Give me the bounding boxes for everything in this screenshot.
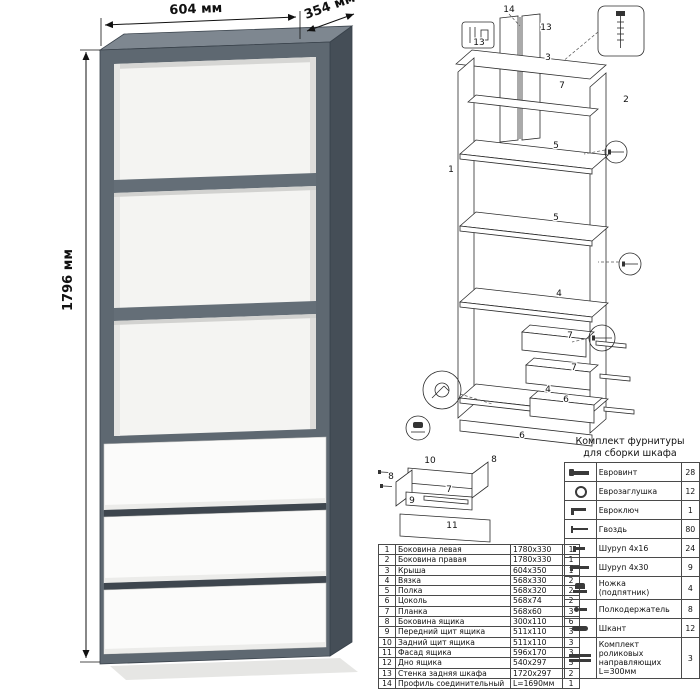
- part-number-label: 11: [446, 521, 457, 531]
- part-number-label: 7: [559, 81, 565, 91]
- depth-dimension-label: 354 мм: [302, 0, 357, 23]
- drawer-2: [103, 509, 327, 584]
- part-number-label: 13: [473, 38, 484, 48]
- leg-icon: [568, 581, 592, 595]
- part-number-label: 8: [388, 472, 394, 482]
- part-number-label: 3: [545, 53, 551, 63]
- part-number-label: 13: [540, 23, 551, 33]
- product-illustration: 604 мм 354 мм 1796 мм: [61, 0, 358, 680]
- part-number-label: 10: [424, 456, 436, 466]
- screw16-icon: [568, 541, 592, 555]
- screw30-icon: [568, 560, 592, 574]
- cabinet-interior: [114, 57, 316, 436]
- part-number-label: 5: [553, 213, 559, 223]
- part-number-label: 4: [556, 289, 562, 299]
- part-number-label: 7: [567, 331, 573, 341]
- part-number-label: 7: [571, 363, 577, 373]
- width-dimension-label: 604 мм: [169, 1, 223, 18]
- hardware-row: Ножка (подпятник)4: [564, 576, 700, 600]
- part-number-label: 1: [448, 165, 454, 175]
- cabinet-shadow: [110, 658, 358, 680]
- part-number-callouts: 14 13 13 3 7 2 1 5 5 4 7 7 6 4 6 10 8 8 7 9 11: [387, 4, 630, 533]
- part-number-label: 4: [545, 385, 551, 395]
- dimension-height: 1796 мм: [61, 49, 100, 663]
- part-number-label: 6: [563, 395, 569, 405]
- cabinet-side-panel: [329, 25, 353, 657]
- drawer-1: [103, 436, 327, 511]
- rail-icon: [568, 651, 592, 665]
- part-number-label: 2: [623, 95, 629, 105]
- euroscrew-icon: [568, 465, 592, 479]
- holder-icon: [568, 602, 592, 616]
- hardware-kit-title: Комплект фурнитуры для сборки шкафа: [556, 436, 700, 459]
- plug-icon: [568, 484, 592, 498]
- part-number-label: 14: [503, 5, 515, 15]
- part-number-label: 8: [491, 455, 497, 465]
- shelf-1: [114, 173, 316, 193]
- part-number-label: 6: [519, 431, 525, 441]
- shelf-2: [114, 301, 316, 321]
- key-icon: [568, 503, 592, 517]
- part-number-label: 9: [409, 496, 415, 506]
- hardware-kit-title-line2: для сборки шкафа: [583, 447, 677, 459]
- assembly-diagram: 14 13 13 3 7 2 1 5 5 4 7 7 6 4 6 10 8 8 7 9 11: [378, 4, 645, 543]
- part-number-label: 7: [446, 485, 452, 495]
- part-number-label: 5: [553, 141, 559, 151]
- dimension-width: 604 мм: [100, 1, 301, 46]
- dowel-icon: [568, 621, 592, 635]
- hardware-kit-title-line1: Комплект фурнитуры: [575, 436, 685, 447]
- nail-icon: [568, 522, 592, 536]
- height-dimension-label: 1796 мм: [61, 249, 76, 311]
